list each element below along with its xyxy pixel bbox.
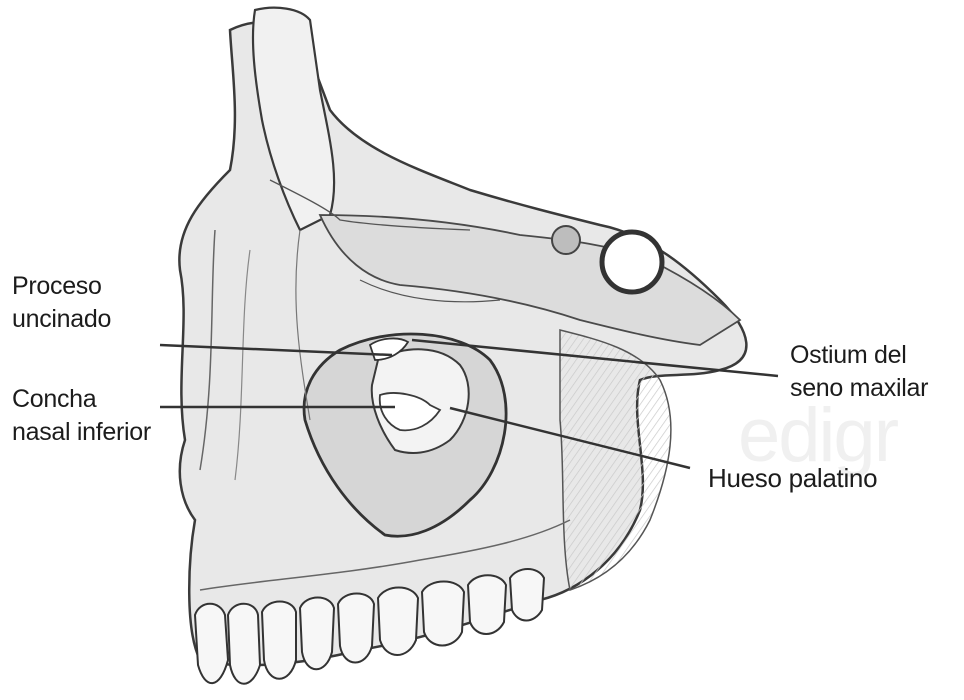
label-ostium-line2: seno maxilar — [790, 372, 928, 405]
foramen-ring — [602, 232, 662, 292]
label-ostium-line1: Ostium del — [790, 339, 928, 372]
label-proceso-uncinado: Proceso uncinado — [12, 270, 111, 336]
label-ostium: Ostium del seno maxilar — [790, 339, 928, 405]
label-concha-line2: nasal inferior — [12, 416, 151, 449]
label-hueso-text: Hueso palatino — [708, 462, 877, 495]
label-proceso-line1: Proceso — [12, 270, 111, 303]
label-concha-line1: Concha — [12, 383, 151, 416]
label-proceso-line2: uncinado — [12, 303, 111, 336]
label-hueso-palatino: Hueso palatino — [708, 462, 877, 495]
label-concha-nasal: Concha nasal inferior — [12, 383, 151, 449]
